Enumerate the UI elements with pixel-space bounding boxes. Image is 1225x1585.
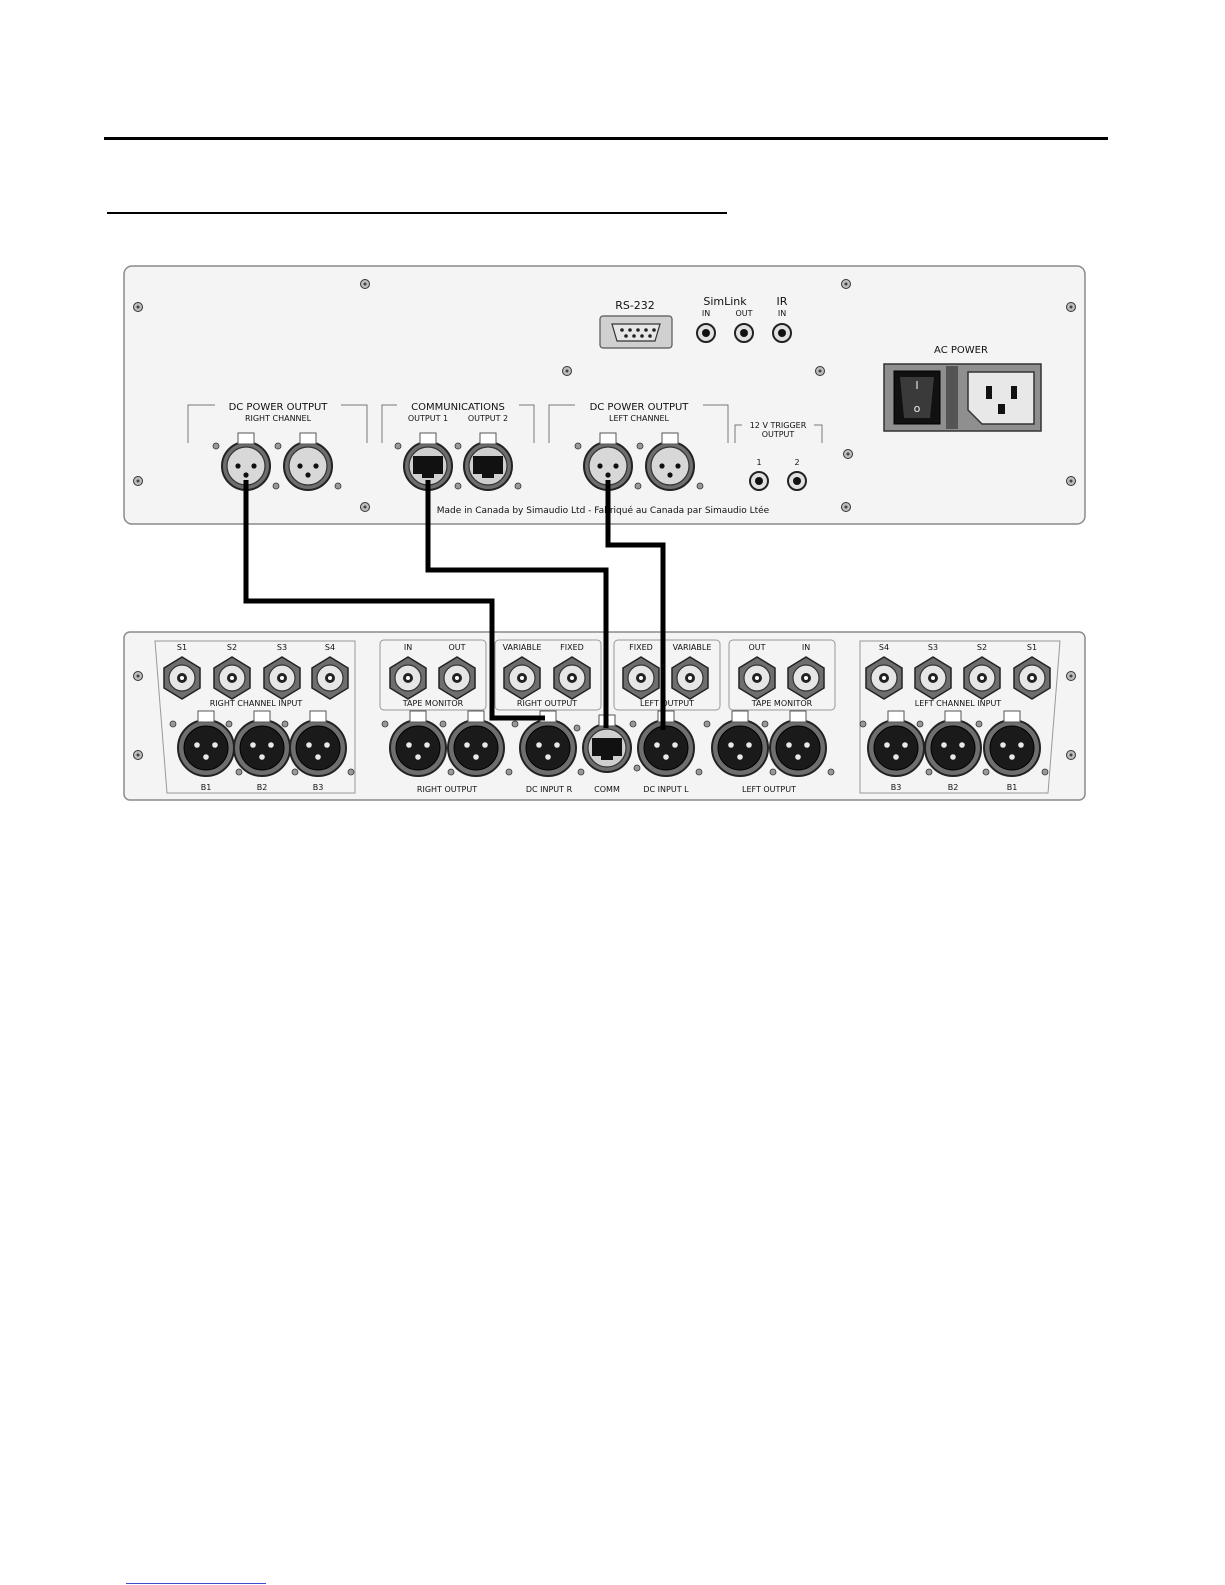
cable-dc-left	[605, 480, 666, 730]
dc-power-output-right-sub: RIGHT CHANNEL	[245, 414, 312, 423]
panel-screw	[133, 476, 143, 486]
panel-screw	[133, 750, 143, 760]
trigger-1-label: 1	[756, 458, 761, 467]
panel-screw	[360, 502, 370, 512]
dc-power-output-left-label: DC POWER OUTPUT	[590, 402, 690, 413]
cable-communications	[425, 480, 609, 728]
dc-input-l-label: DC INPUT L	[643, 785, 689, 794]
power-supply-rear-panel: RS-232 SimLink IN OUT IR IN AC POWER I	[123, 265, 1086, 525]
dc-power-output-right-label: DC POWER OUTPUT	[229, 402, 329, 413]
left-input-s4-label: S4	[879, 643, 889, 652]
ir-in-label: IN	[778, 309, 786, 318]
comms-output-1-label: OUTPUT 1	[408, 414, 448, 423]
tape-in-label: IN	[404, 643, 412, 652]
comm-label: COMM	[594, 785, 620, 794]
rs232-label: RS-232	[615, 299, 655, 312]
left-balanced-b3-label: B3	[891, 783, 902, 792]
power-switch[interactable]	[893, 370, 941, 425]
connection-cables	[243, 480, 666, 730]
dc-input-r-label: DC INPUT R	[526, 785, 573, 794]
dc-power-output-left-sub: LEFT CHANNEL	[609, 414, 670, 423]
ac-power-label: AC POWER	[934, 345, 988, 356]
right-output-xlr-label: RIGHT OUTPUT	[417, 785, 477, 794]
right-input-s2-label: S2	[227, 643, 237, 652]
power-switch-on-mark: I	[915, 379, 918, 392]
cable-dc-right	[243, 480, 545, 721]
panel-screw	[562, 366, 572, 376]
trigger-2-label: 2	[794, 458, 799, 467]
right-balanced-b3-label: B3	[313, 783, 324, 792]
right-channel-input-label: RIGHT CHANNEL INPUT	[210, 699, 303, 708]
comms-output-2-label: OUTPUT 2	[468, 414, 508, 423]
trigger-output-1-jack[interactable]	[749, 471, 769, 491]
left-input-s2-label: S2	[977, 643, 987, 652]
right-output-rca-label: RIGHT OUTPUT	[517, 699, 577, 708]
left-input-s3-label: S3	[928, 643, 938, 652]
right-variable-label: VARIABLE	[503, 643, 542, 652]
trigger-output-2-jack[interactable]	[787, 471, 807, 491]
right-balanced-b1-label: B1	[201, 783, 212, 792]
right-input-s1-label: S1	[177, 643, 187, 652]
trigger-sub-label: OUTPUT	[762, 430, 795, 439]
right-fixed-label: FIXED	[560, 643, 584, 652]
left-balanced-b1-label: B1	[1007, 783, 1018, 792]
simlink-label: SimLink	[703, 295, 747, 308]
right-balanced-b2-label: B2	[257, 783, 268, 792]
panel-screw	[1066, 750, 1076, 760]
tape-out-left-label: OUT	[748, 643, 765, 652]
panel-screw	[133, 671, 143, 681]
left-output-xlr-label: LEFT OUTPUT	[742, 785, 796, 794]
rs232-port[interactable]	[599, 315, 673, 349]
left-variable-label: VARIABLE	[673, 643, 712, 652]
section-title-underline	[107, 212, 727, 214]
power-switch-off-mark: o	[914, 402, 921, 415]
panel-screw	[815, 366, 825, 376]
panel-screw	[841, 502, 851, 512]
simlink-out-label: OUT	[735, 309, 752, 318]
right-input-s4-label: S4	[325, 643, 335, 652]
panel-screw	[1066, 671, 1076, 681]
panel-screw	[1066, 302, 1076, 312]
simlink-in-jack[interactable]	[696, 323, 716, 343]
left-input-s1-label: S1	[1027, 643, 1037, 652]
left-fixed-label: FIXED	[629, 643, 653, 652]
ir-in-jack[interactable]	[772, 323, 792, 343]
header-rule	[104, 137, 1108, 140]
left-balanced-b2-label: B2	[948, 783, 959, 792]
simlink-in-label: IN	[702, 309, 710, 318]
panel-screw	[1066, 476, 1076, 486]
iec-power-inlet[interactable]	[967, 371, 1035, 425]
simlink-out-jack[interactable]	[734, 323, 754, 343]
tape-out-label: OUT	[448, 643, 465, 652]
ir-label: IR	[777, 295, 788, 308]
communications-label: COMMUNICATIONS	[411, 402, 505, 413]
panel-screw	[841, 279, 851, 289]
panel-screw	[360, 279, 370, 289]
panel-screw	[843, 449, 853, 459]
left-channel-input-label: LEFT CHANNEL INPUT	[915, 699, 1002, 708]
tape-monitor-left-label: TAPE MONITOR	[751, 699, 813, 708]
tape-in-left-label: IN	[802, 643, 810, 652]
panel-screw	[133, 302, 143, 312]
left-output-rca-label: LEFT OUTPUT	[640, 699, 694, 708]
made-in-canada-text: Made in Canada by Simaudio Ltd - Fabriqu…	[437, 505, 770, 516]
trigger-label: 12 V TRIGGER	[750, 421, 807, 430]
footer-link-underline	[126, 1583, 266, 1584]
right-input-s3-label: S3	[277, 643, 287, 652]
tape-monitor-right-label: TAPE MONITOR	[402, 699, 464, 708]
